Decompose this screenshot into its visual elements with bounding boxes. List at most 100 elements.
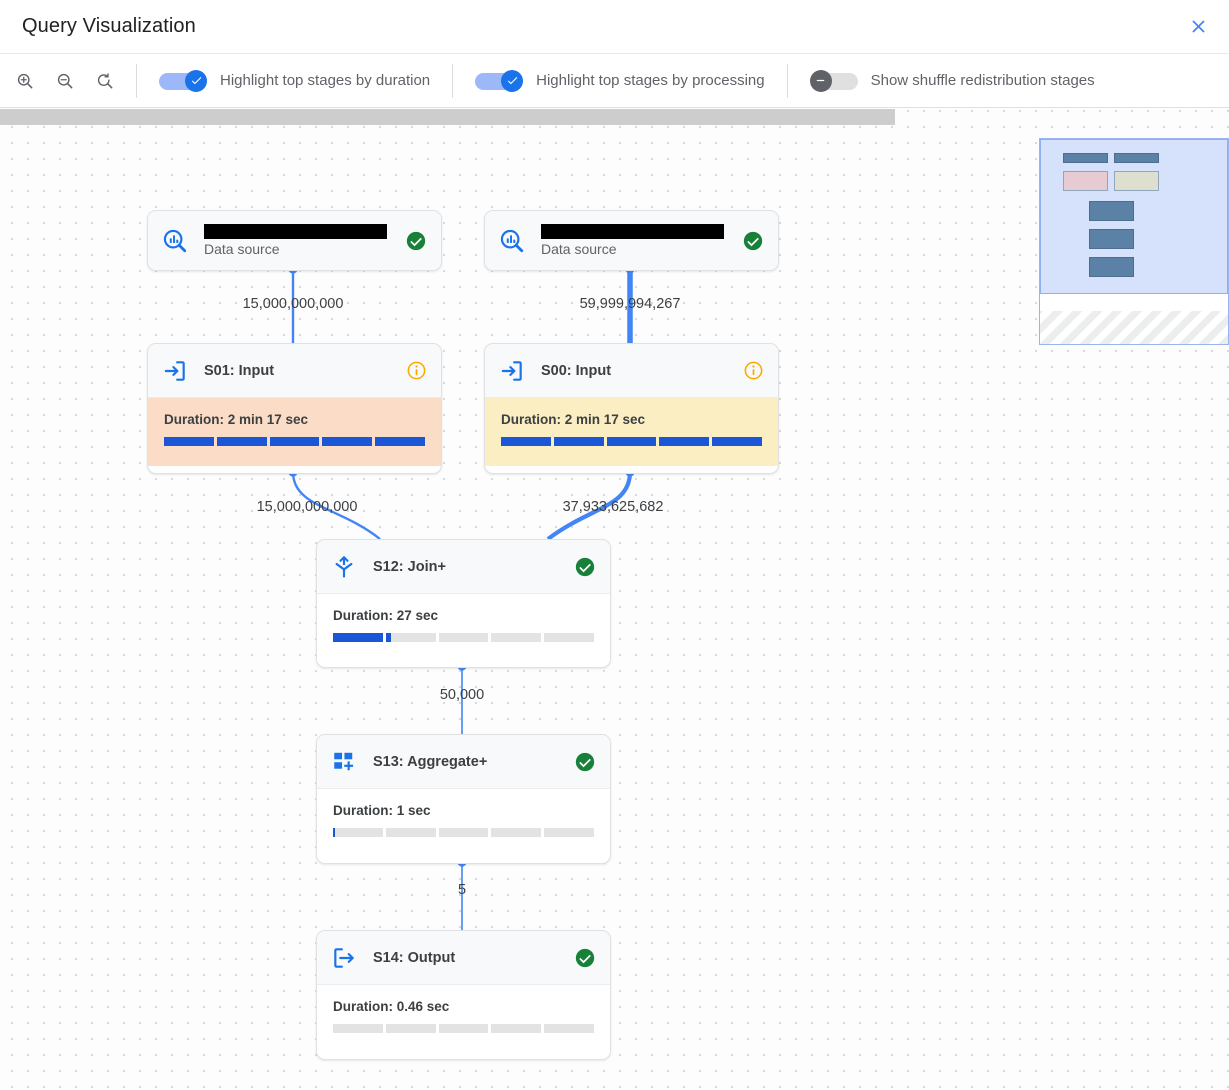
close-button[interactable] [1181,10,1215,44]
minimap-offscreen-area [1040,311,1228,344]
switch-knob [809,69,832,92]
progress-segment [438,1024,489,1033]
node-stage-s00[interactable]: S00: Input Duration: 2 min 17 sec [484,343,779,474]
progress-segment [438,828,489,837]
check-icon [191,77,201,85]
progress-segment [269,437,320,446]
toggle-switch-processing[interactable] [475,69,524,92]
progress-bar [164,437,425,446]
duration-label: Duration: 27 sec [333,608,439,623]
status-badge-success [742,230,764,252]
minimap-node [1114,153,1159,163]
toggle-highlight-processing[interactable]: Highlight top stages by processing [455,69,784,92]
edge-label-rows: 50,000 [439,687,485,703]
minimap-node [1063,171,1108,191]
node-body: Duration: 2 min 17 sec [485,398,778,466]
close-icon [1191,20,1205,33]
toolbar-divider [786,63,788,98]
graph-canvas[interactable]: 15,000,000,000 59,999,994,267 15,000,000… [0,109,1229,1090]
check-icon [507,77,518,85]
zoom-in-button[interactable] [10,66,40,96]
progress-segment [216,437,267,446]
edge-label-rows: 37,933,625,682 [562,499,664,515]
toggle-switch-duration[interactable] [159,69,207,92]
progress-segment [659,437,710,446]
zoom-reset-icon [97,72,113,88]
data-source-text: Data source [541,224,742,257]
minus-icon [816,79,825,82]
zoom-controls [10,66,134,96]
progress-segment [712,437,762,446]
node-stage-s01[interactable]: S01: Input Duration: 2 min 17 sec [147,343,442,474]
node-body: Duration: 27 sec [317,594,610,662]
output-arrow-icon [329,943,359,973]
switch-knob [501,69,524,92]
progress-bar [501,437,762,446]
progress-segment [606,437,657,446]
duration-label: Duration: 2 min 17 sec [164,412,309,427]
zoom-reset-button[interactable] [90,66,120,96]
toggle-highlight-duration[interactable]: Highlight top stages by duration [139,69,450,92]
page-title: Query Visualization [22,15,196,37]
node-body: Duration: 2 min 17 sec [148,398,441,466]
data-source-subtitle: Data source [204,241,280,257]
minimap-viewport[interactable] [1040,139,1228,294]
node-header: S13: Aggregate+ [317,735,610,789]
progress-segment [491,1024,542,1033]
minimap-node [1063,153,1108,163]
status-badge-success [405,230,427,252]
check-circle-icon [575,948,595,967]
minimap-node [1114,171,1159,191]
edge-label-rows: 15,000,000,000 [256,499,358,515]
data-source-search-icon [160,226,190,256]
redacted-data-source-name [541,224,724,239]
node-title: S13: Aggregate+ [373,753,488,770]
zoom-out-button[interactable] [50,66,80,96]
info-circle-icon [744,361,762,380]
node-stage-s14[interactable]: S14: Output Duration: 0.46 sec [316,930,611,1060]
node-data-source-left[interactable]: Data source [147,210,442,271]
toggle-label-processing: Highlight top stages by processing [536,72,765,89]
input-arrow-icon [160,356,190,386]
node-header: Data source [485,211,778,270]
node-title: S01: Input [204,362,275,379]
status-badge-success [574,751,596,773]
node-stage-s12[interactable]: S12: Join+ Duration: 27 sec [316,539,611,668]
node-header: S12: Join+ [317,540,610,594]
horizontal-scrollbar[interactable] [0,109,895,125]
node-header: S01: Input [148,344,441,398]
node-header: Data source [148,211,441,270]
progress-bar [333,828,594,837]
aggregate-grid-plus-icon [329,747,359,777]
status-badge-success [574,556,596,578]
minimap-node [1089,201,1134,221]
edge-label-rows: 15,000,000,000 [242,296,344,312]
progress-segment [491,633,542,642]
toggle-label-shuffle: Show shuffle redistribution stages [870,72,1095,89]
progress-segment [544,633,594,642]
status-badge-success [574,947,596,969]
progress-segment [501,437,551,446]
duration-label: Duration: 1 sec [333,803,431,818]
input-arrow-icon [497,356,527,386]
progress-segment [333,1024,383,1033]
node-data-source-right[interactable]: Data source [484,210,779,271]
progress-segment [438,633,489,642]
node-title: S00: Input [541,362,612,379]
info-circle-icon [407,361,425,380]
progress-bar [333,633,594,642]
status-badge-info[interactable] [405,360,427,382]
node-stage-s13[interactable]: S13: Aggregate+ Duration: 1 sec [316,734,611,864]
switch-knob [185,69,207,92]
progress-segment [385,633,436,642]
minimap[interactable] [1039,138,1229,345]
status-badge-info[interactable] [742,360,764,382]
progress-segment [544,828,594,837]
zoom-in-icon [17,73,33,88]
toggle-show-shuffle[interactable]: Show shuffle redistribution stages [790,69,1115,92]
toggle-switch-shuffle[interactable] [809,69,858,92]
toolbar-divider [136,63,137,98]
duration-label: Duration: 2 min 17 sec [501,412,646,427]
check-circle-icon [406,231,426,250]
progress-segment [553,437,604,446]
